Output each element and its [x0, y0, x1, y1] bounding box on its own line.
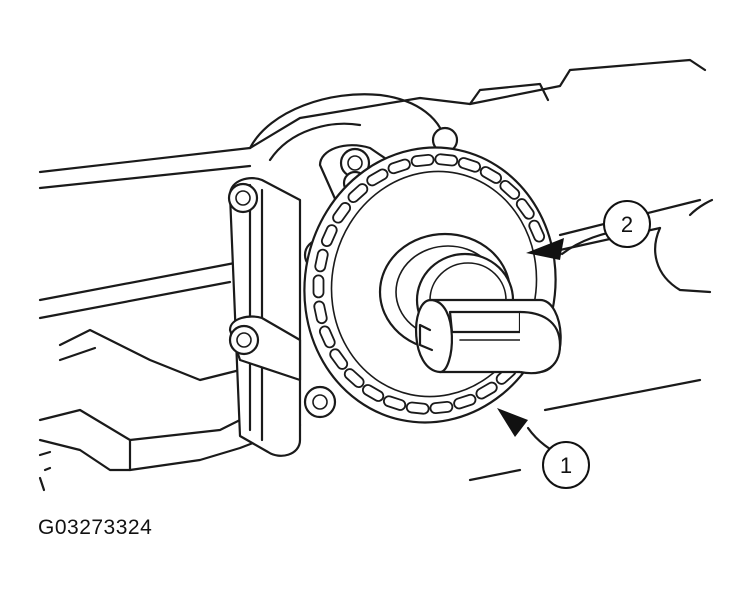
tone-ring-slot	[410, 153, 435, 168]
tone-ring-slot	[343, 368, 365, 389]
tone-ring-slot	[434, 153, 459, 167]
tone-ring-slot	[366, 168, 389, 187]
tone-ring-slot	[499, 179, 521, 200]
callout-1-number: 1	[560, 453, 572, 478]
tone-ring-slot	[457, 157, 482, 173]
bolt-head	[228, 324, 260, 356]
tone-ring-slot	[528, 219, 546, 243]
callout-2: 2	[603, 200, 651, 248]
figure-id-label: G03273324	[38, 516, 153, 539]
tone-ring-slot	[313, 300, 328, 325]
callout-1-arrowhead	[497, 408, 528, 437]
tone-ring-slot	[479, 166, 502, 184]
hub-and-shaft	[378, 232, 562, 375]
tone-ring-slots	[312, 153, 546, 415]
callout-2-arrowhead	[526, 238, 564, 260]
bolt-head	[227, 182, 259, 214]
tone-ring-slot	[382, 395, 407, 411]
callout-1: 1	[542, 441, 590, 489]
tone-ring-slot	[405, 401, 430, 415]
bolt-head	[303, 385, 337, 419]
callout-2-number: 2	[621, 212, 633, 237]
tone-ring-slot	[362, 384, 385, 402]
tone-ring-slot	[318, 325, 336, 349]
tone-ring-slot	[429, 400, 454, 415]
tone-ring-slot	[475, 381, 498, 400]
tone-ring-slot	[329, 348, 349, 370]
tone-ring-slot	[453, 393, 477, 410]
tone-ring-slot	[312, 274, 325, 299]
tone-ring-slot	[387, 158, 411, 175]
tone-ring-slot	[320, 224, 338, 247]
tone-ring-slot	[314, 248, 329, 273]
tone-ring-slot	[332, 202, 352, 224]
tone-ring-slot	[515, 198, 535, 220]
tone-ring-slot	[347, 183, 369, 204]
